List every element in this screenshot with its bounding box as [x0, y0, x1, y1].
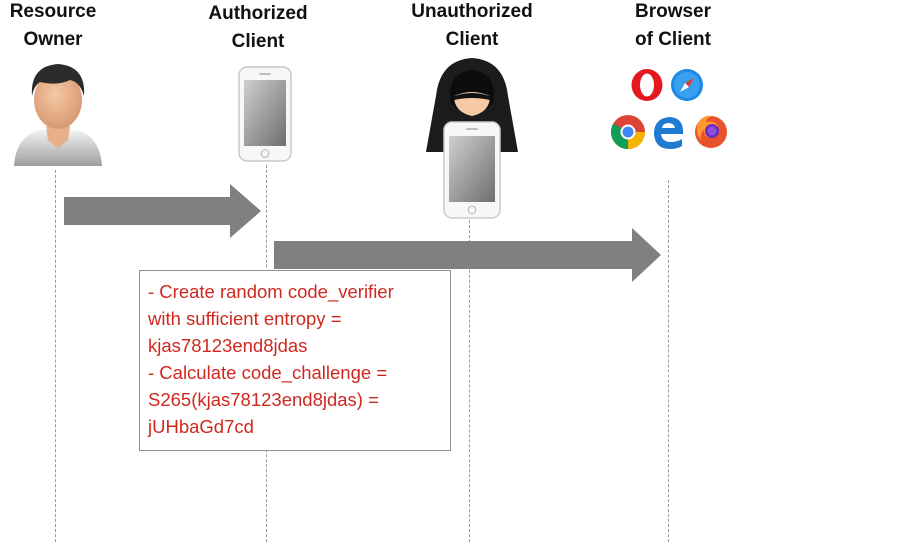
lifeline-unauthorized-client — [469, 220, 470, 542]
smartphone-icon — [238, 66, 292, 162]
edge-icon — [654, 117, 684, 149]
arrow-owner-to-authorized-client — [64, 184, 261, 238]
hacker-with-phone-icon — [426, 58, 518, 219]
user-icon — [14, 64, 102, 166]
pkce-note: - Create random code_verifier with suffi… — [139, 270, 451, 451]
chrome-icon — [611, 115, 645, 149]
actor-label-browser-of-client: Browser of Client — [634, 1, 712, 50]
lifeline-browser-of-client — [668, 180, 669, 542]
actor-label-unauthorized-client: Unauthorized Client — [411, 1, 533, 50]
lifeline-resource-owner — [55, 170, 56, 542]
browser-logos-icon — [608, 66, 730, 154]
actor-label-resource-owner: Resource Owner — [9, 1, 97, 50]
note-line: S265(kjas78123end8jdas) = — [148, 389, 379, 410]
arrow-authorized-client-to-browser — [274, 228, 661, 282]
opera-icon — [631, 69, 663, 101]
note-line: kjas78123end8jdas — [148, 335, 308, 356]
safari-icon — [671, 69, 703, 101]
note-line: jUHbaGd7cd — [148, 416, 254, 437]
note-line: with sufficient entropy = — [148, 308, 342, 329]
actor-label-authorized-client: Authorized Client — [208, 3, 308, 52]
note-line: - Create random code_verifier — [148, 281, 394, 302]
firefox-icon — [695, 115, 727, 148]
note-line: - Calculate code_challenge = — [148, 362, 388, 383]
